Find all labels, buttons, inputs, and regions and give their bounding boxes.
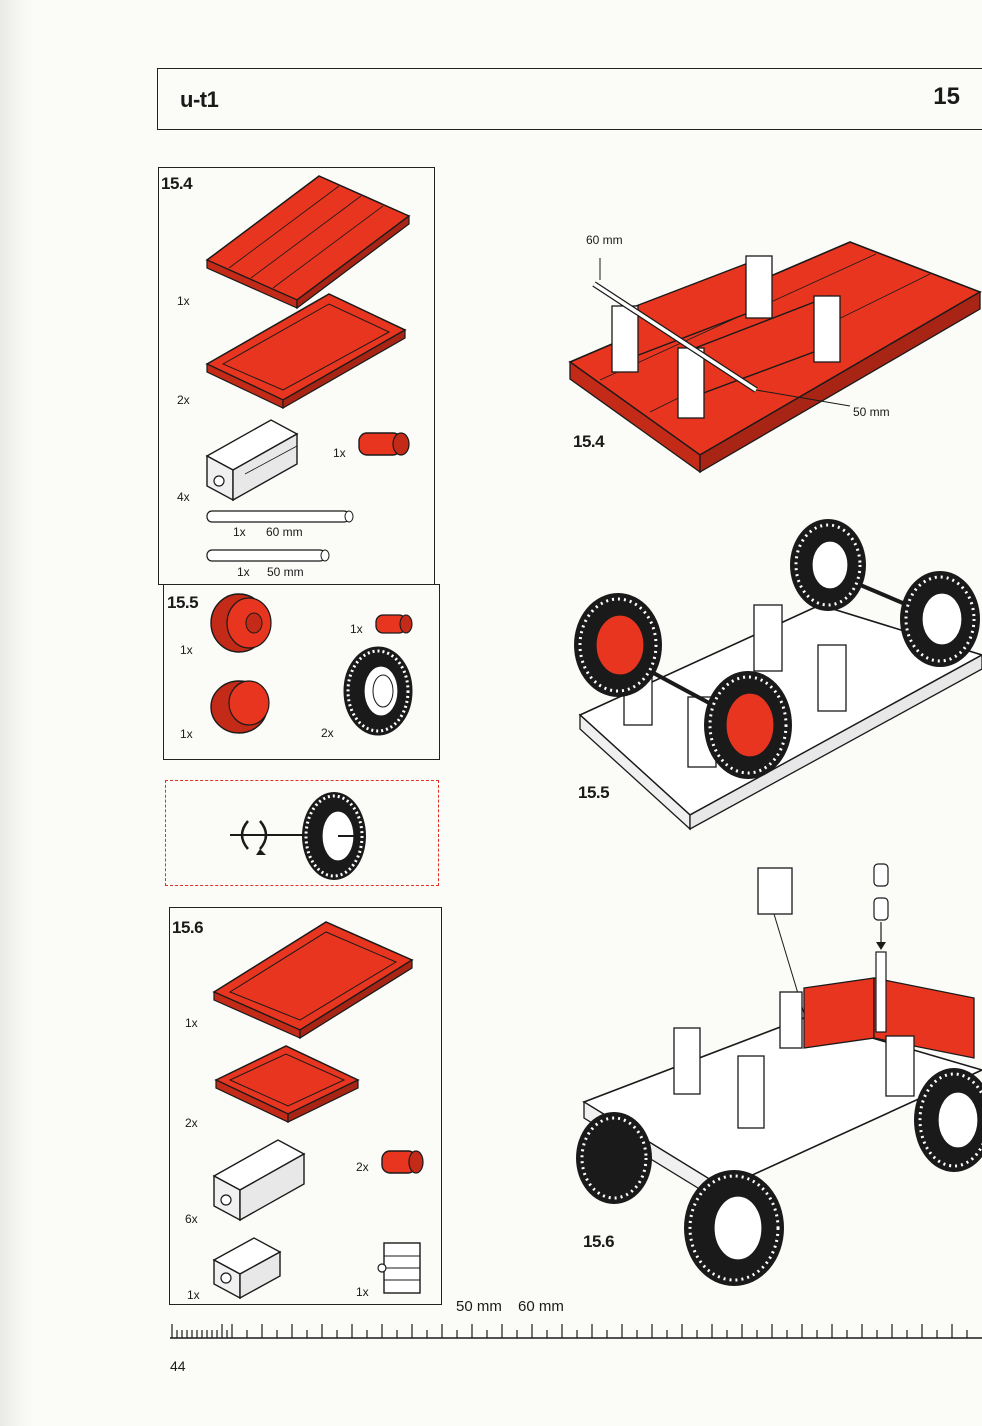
step-label: 15.5 (578, 783, 610, 802)
building-block-icon (205, 419, 299, 502)
qty-block: 6x (185, 1212, 198, 1226)
callout-60mm: 60 mm (586, 233, 623, 247)
parts-label: 15.6 (172, 918, 204, 937)
qty-bush: 1x (333, 446, 346, 460)
step-15-4-drawing (568, 241, 982, 474)
wheel-icon (302, 792, 366, 880)
axle-60-icon (206, 510, 354, 523)
clip-part-icon (377, 1242, 421, 1294)
callout-50mm: 50 mm (853, 405, 890, 419)
axle-50-icon (206, 549, 330, 562)
qty-block: 4x (177, 490, 190, 504)
qty-frame: 2x (177, 393, 190, 407)
frame-plate-small-icon (214, 1045, 360, 1123)
step-label: 15.6 (583, 1232, 615, 1251)
axle-icon (592, 258, 851, 407)
ruler-label-50mm: 50 mm (456, 1298, 502, 1315)
qty-frame-small: 2x (185, 1116, 198, 1130)
red-bush-icon (381, 1150, 424, 1174)
wheel-icon (574, 519, 980, 779)
parts-label: 15.5 (167, 593, 199, 612)
base-plate-icon (205, 175, 411, 310)
qty-hub1: 1x (180, 643, 193, 657)
model-title: u-t1 (180, 87, 219, 112)
hub-nut-icon (210, 680, 270, 734)
page-number: 15 (933, 83, 960, 110)
book-spine-shadow (0, 0, 34, 1426)
bush-stack-icon (873, 863, 889, 950)
parts-15-4-drawing (205, 175, 411, 562)
len-axle-60: 60 mm (266, 525, 303, 539)
step-15-4: 60 mm 50 mm 15.4 (560, 230, 982, 490)
parts-list-15-6: 15.6 1x 2x 6x 2x 1x 1x (169, 907, 442, 1305)
parts-15-5-drawing (210, 593, 413, 736)
parts-15-6-drawing (212, 921, 424, 1300)
qty-bush: 1x (350, 622, 363, 636)
footer-page-number: 44 (170, 1358, 186, 1374)
red-bush-icon (358, 432, 410, 456)
tire-icon (343, 646, 413, 736)
ruler-label-60mm: 60 mm (518, 1298, 564, 1315)
measuring-ruler (170, 1324, 982, 1339)
parts-label: 15.4 (161, 174, 193, 193)
step-label: 15.4 (573, 432, 605, 451)
step-15-5-drawing (574, 519, 982, 831)
step-15-6-drawing (576, 863, 982, 1286)
wheel-icon (576, 1068, 982, 1286)
ruler-ticks (171, 1324, 968, 1338)
building-block-icon (212, 1139, 306, 1222)
step-15-6: 15.6 (574, 858, 982, 1288)
qty-axle-60: 1x (233, 525, 246, 539)
qty-block-small: 1x (187, 1288, 200, 1302)
wheel-mounting-hint (230, 792, 366, 880)
parts-list-15-5: 15.5 1x 1x 1x 2x (163, 584, 440, 760)
qty-clip: 1x (356, 1285, 369, 1299)
clip-part-icon (757, 867, 807, 1021)
hub-icon (210, 593, 272, 653)
qty-axle-50: 1x (237, 565, 250, 579)
parts-list-15-4: 15.4 1x 2x 4x 1x 1x 60 mm 1x 50 mm (158, 167, 435, 585)
building-block-icon (673, 991, 915, 1129)
qty-frame-large: 1x (185, 1016, 198, 1030)
step-15-5: 15.5 (570, 515, 982, 835)
building-block-icon (611, 255, 841, 419)
assembly-hint-box (165, 780, 439, 886)
vertical-axle-icon (875, 951, 887, 1033)
building-block-small-icon (212, 1237, 282, 1300)
frame-plate-icon (205, 293, 407, 410)
qty-tire: 2x (321, 726, 334, 740)
frame-plate-large-icon (212, 921, 414, 1040)
red-bush-icon (375, 614, 413, 634)
qty-plate: 1x (177, 294, 190, 308)
qty-hub2: 1x (180, 727, 193, 741)
len-axle-50: 50 mm (267, 565, 304, 579)
page-header: u-t1 15 (157, 68, 982, 130)
qty-bush: 2x (356, 1160, 369, 1174)
